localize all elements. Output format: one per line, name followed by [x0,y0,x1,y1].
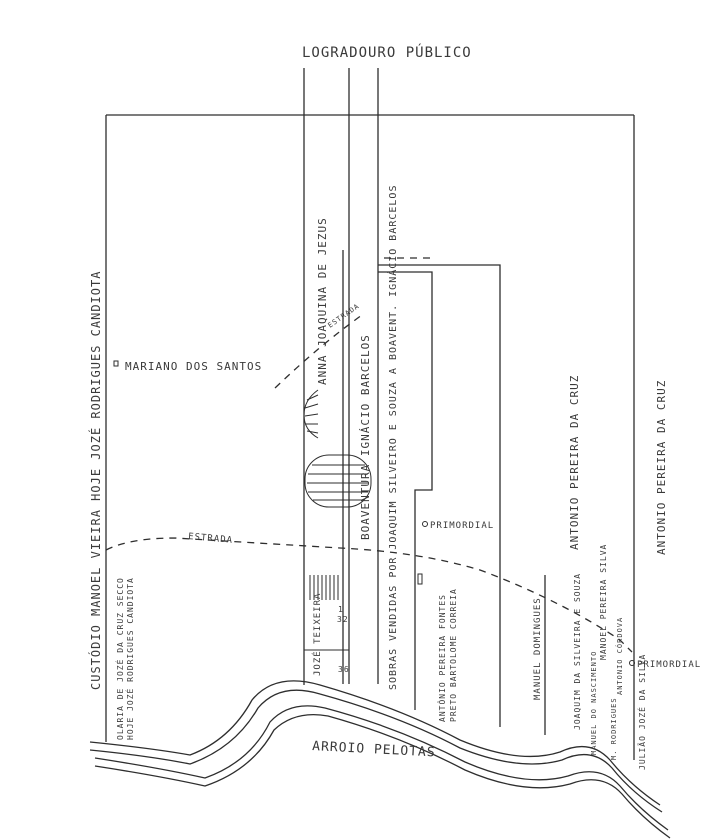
map-title: LOGRADOURO PÚBLICO [302,43,472,61]
barcelos-lot-outline [378,264,501,727]
survey-stake [417,573,423,585]
oval-hatching [307,464,369,501]
sobras-lot-outline [378,271,433,710]
anna-label: ANNA JOAQUINA DE JEZUS [316,217,329,385]
lot-number-32: 32 [337,615,349,624]
estrada-small-label: ESTRADA [327,302,362,329]
primordial-marker-1 [422,521,428,527]
river-bank-lower-2 [94,713,671,839]
river-bank-upper-1 [89,680,661,806]
hatched-feature-top [303,389,319,439]
joze-teixeira-label: JOZÉ TEIXEIRA [311,593,323,676]
lot-number-36: 36 [338,665,350,674]
manoel-pereira-silva-label: MANOEL PEREIRA SILVA [599,544,608,660]
river-bank-lower-1 [94,705,669,831]
estrada-road [105,537,633,653]
lot-number-1: 1 [338,605,344,614]
m-rodrigues-label: M. RODRIGUES [610,697,618,760]
mariano-marker [113,360,119,367]
antonio-pereira-label-1: ANTONIO PEREIRA DA CRUZ [568,375,581,550]
domingues-label: MANUEL DOMINGUES [533,597,543,700]
primordial-marker-2 [629,660,635,666]
primordial-label-2: PRIMORDIAL [637,660,701,670]
custodio-label: CUSTÓDIO MANOEL VIEIRA HOJE JOZÉ RODRIGU… [88,271,103,690]
bartolome-label: PRETO BARTOLOME CORREIA [449,588,458,722]
hatched-oval [304,454,372,508]
fontes-label: ANTÔNIO PEREIRA FONTES [436,594,447,722]
field-hatching [309,575,339,600]
boaventura-label: BOAVENTURA IGNÁCIO BARCELOS [359,334,372,540]
joaquim-silveira-label: JOAQUIM DA SILVEIRA E SOUZA [573,573,582,730]
river-bank-upper-2 [89,689,663,813]
hoje-jose-label: HOJE JOZÉ RODRIGUES CANDIOTA [124,577,135,740]
cordova-label: ANTONIO CÓRDOVA [615,617,624,695]
estrada-label: ESTRADA [188,532,234,546]
olaria-label: OLARIA DE JOZÉ DA CRUZ SECCO [114,577,125,740]
juliao-label: JULIÃO JOZÉ DA SILVA [636,654,647,770]
river-label: ARROIO PELOTAS [312,739,436,760]
sobras-label: SOBRAS VENDIDAS POR JOAQUIM SILVEIRO E S… [386,185,399,690]
mariano-label: MARIANO DOS SANTOS [125,360,262,373]
antonio-pereira-label-2: ANTONIO PEREIRA DA CRUZ [655,380,668,555]
nascimento-label: MANUEL DO NASCIMENTO [590,651,598,755]
primordial-label-1: PRIMORDIAL [430,521,494,531]
